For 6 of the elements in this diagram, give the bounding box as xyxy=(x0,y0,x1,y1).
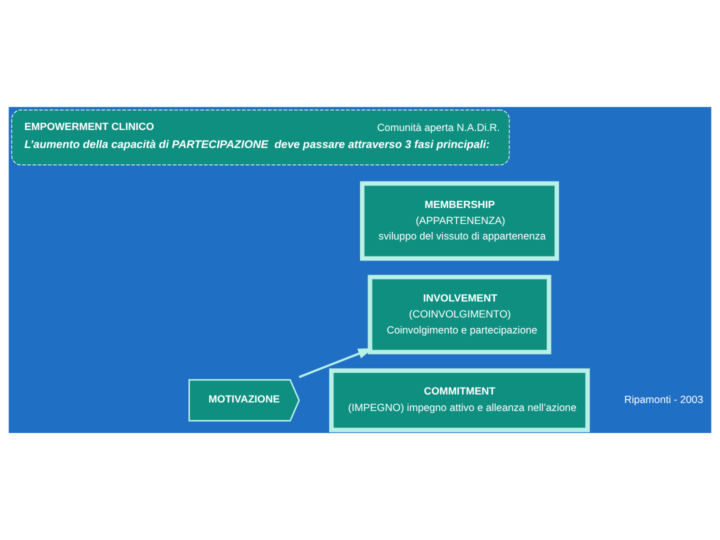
arrow xyxy=(298,348,374,378)
node-box: COMMITMENT (IMPEGNO) impegno attivo e alleanza nell’azione xyxy=(329,368,590,432)
label: Ripamonti - 2003 xyxy=(624,395,704,406)
node-box: MEMBERSHIP (APPARTENENZA) sviluppo del vissuto di appartenenza xyxy=(360,181,560,261)
node-box: EMPOWERMENT CLINICO Comunità aperta N.A.Di.R. L’aumento della capacità di PARTECIPAZIONE deve passare attraverso 3 fasi principali: xyxy=(11,110,510,166)
node-box: INVOLVEMENT (COINVOLGIMENTO) Coinvolgimento e partecipazione xyxy=(368,274,552,354)
